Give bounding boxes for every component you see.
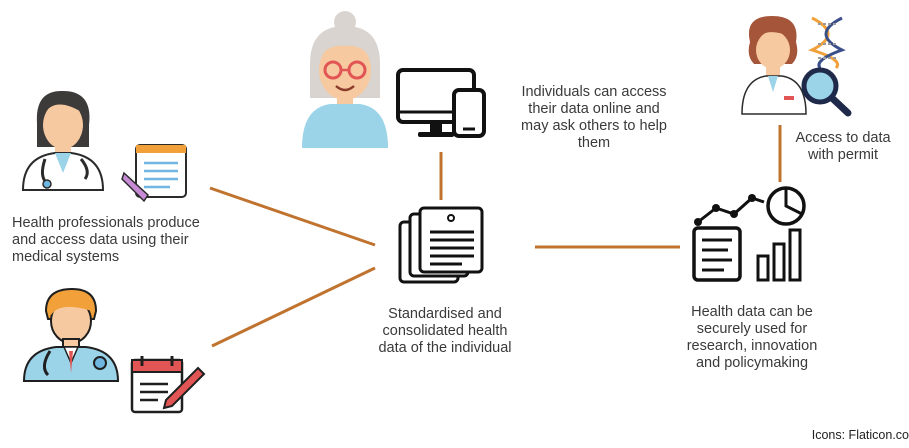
center-text-line: consolidated health (382, 323, 508, 339)
research-use-text-line: and policymaking (695, 355, 809, 371)
professionals-text-line: and access data using their (12, 232, 189, 248)
research-use-text: Health data can be securely used for res… (668, 304, 836, 372)
elderly-woman-icon (302, 11, 388, 148)
male-doctor-icon (22, 287, 120, 382)
analytics-chart-icon (692, 186, 806, 282)
professionals-text-line: medical systems (12, 249, 120, 265)
center-text: Standardised and consolidated health dat… (360, 306, 530, 357)
center-text-line: Standardised and (388, 306, 502, 322)
researcher-text-line: with permit (807, 147, 879, 163)
professionals-text-line: Health professionals produce (12, 215, 200, 231)
connector-professionals-bottom (211, 266, 376, 348)
researcher-icon (741, 16, 807, 115)
calendar-pencil-icon (130, 356, 206, 414)
researcher-text-line: Access to data (795, 130, 891, 146)
female-doctor-icon (21, 90, 105, 191)
individuals-text-line: Individuals can access (521, 84, 667, 100)
individuals-text-line: may ask others to help (521, 118, 667, 134)
professionals-text: Health professionals produce and access … (12, 215, 272, 266)
individuals-text-line: their data online and (528, 101, 660, 117)
research-use-text-line: Health data can be (691, 304, 813, 320)
center-text-line: data of the individual (378, 340, 512, 356)
magnifier-icon (801, 67, 852, 117)
dna-icon (808, 16, 846, 70)
individuals-text: Individuals can access their data online… (496, 84, 692, 152)
individuals-text-line: them (577, 135, 611, 151)
icons-credit: Icons: Flaticon.co (811, 428, 909, 442)
research-use-text-line: research, innovation (686, 338, 818, 354)
devices-icon (396, 68, 486, 138)
researcher-text: Access to data with permit (780, 130, 906, 164)
documents-stack-icon (398, 206, 484, 284)
connector-professionals-top (209, 186, 376, 247)
notepad-pencil-icon (121, 144, 187, 203)
research-use-text-line: securely used for (696, 321, 808, 337)
